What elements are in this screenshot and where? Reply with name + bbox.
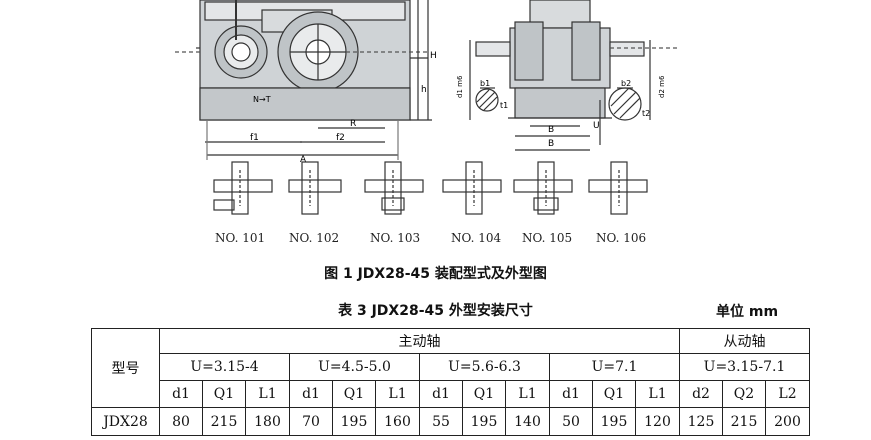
sub-header: L1 — [505, 380, 550, 408]
assembly-label-101: NO. 101 — [215, 231, 265, 245]
sub-header: d1 — [549, 380, 593, 408]
dim-d2m6: d2 m6 — [658, 75, 666, 98]
assembly-label-102: NO. 102 — [289, 231, 339, 245]
value-cell: 80 — [159, 407, 203, 436]
value-cell: 215 — [722, 407, 766, 436]
assembly-type-106 — [588, 161, 648, 215]
dim-b2: b2 — [621, 79, 631, 88]
sub-header: Q1 — [202, 380, 246, 408]
ratio-group: U=4.5-5.0 — [289, 353, 420, 381]
table-title: 表 3 JDX28-45 外型安装尺寸 — [338, 303, 533, 319]
dim-t2: t2 — [642, 109, 650, 118]
dim-f1: f1 — [250, 133, 259, 143]
value-cell: 160 — [375, 407, 420, 436]
value-cell: 120 — [635, 407, 680, 436]
sub-header: L1 — [245, 380, 290, 408]
dim-h: h — [421, 85, 427, 95]
value-cell: 140 — [505, 407, 550, 436]
dim-H: H — [430, 51, 437, 61]
sub-header: d1 — [419, 380, 463, 408]
sub-header: Q1 — [462, 380, 506, 408]
assembly-type-105 — [513, 161, 573, 215]
model-header: 型号 — [91, 328, 160, 408]
sub-header: L1 — [375, 380, 420, 408]
value-cell: 125 — [679, 407, 723, 436]
sub-header: Q2 — [722, 380, 766, 408]
assembly-label-106: NO. 106 — [596, 231, 646, 245]
dim-A: A — [300, 155, 307, 165]
driven-shaft-header: 从动轴 — [679, 328, 810, 354]
ratio-group: U=5.6-6.3 — [419, 353, 550, 381]
n-t-label: N→T — [253, 95, 271, 104]
assembly-type-103 — [364, 161, 424, 215]
drive-shaft-header: 主动轴 — [159, 328, 680, 354]
value-cell: 200 — [765, 407, 810, 436]
assembly-drawing: N→T A f1 f2 R H h B B U d1 m6 d2 m6 b1 b… — [175, 0, 680, 245]
dimension-table: 型号 主动轴 从动轴 U=3.15-4 U=4.5-5.0 U=5.6-6.3 … — [91, 328, 810, 436]
sub-header: d1 — [289, 380, 333, 408]
sub-header: Q1 — [332, 380, 376, 408]
assembly-type-104 — [442, 161, 502, 215]
dim-R: R — [350, 119, 356, 129]
assembly-label-105: NO. 105 — [522, 231, 572, 245]
value-cell: 50 — [549, 407, 593, 436]
value-cell: 70 — [289, 407, 333, 436]
dim-d1m6: d1 m6 — [456, 75, 464, 98]
dim-U: U — [593, 121, 600, 131]
ratio-group: U=7.1 — [549, 353, 680, 381]
assembly-label-104: NO. 104 — [451, 231, 502, 245]
sub-header: d1 — [159, 380, 203, 408]
dim-f2: f2 — [336, 133, 345, 143]
table-row: JDX28 80 215 180 70 195 160 55 195 140 5… — [91, 407, 810, 436]
dim-b1: b1 — [480, 79, 490, 88]
sub-header: L2 — [765, 380, 810, 408]
value-cell: 195 — [592, 407, 636, 436]
assembly-type-102 — [288, 161, 342, 215]
figure-caption: 图 1 JDX28-45 装配型式及外型图 — [324, 266, 547, 282]
ratio-group: U=3.15-7.1 — [679, 353, 810, 381]
value-cell: 195 — [332, 407, 376, 436]
sub-header: d2 — [679, 380, 723, 408]
sub-header: Q1 — [592, 380, 636, 408]
dim-B-left: B — [548, 125, 554, 135]
dim-B-right: B — [548, 139, 554, 149]
ratio-group: U=3.15-4 — [159, 353, 290, 381]
unit-label: 单位 mm — [716, 304, 779, 320]
value-cell: 180 — [245, 407, 290, 436]
dim-t1: t1 — [500, 101, 508, 110]
side-view — [469, 0, 680, 151]
sub-header: L1 — [635, 380, 680, 408]
value-cell: 215 — [202, 407, 246, 436]
value-cell: 55 — [419, 407, 463, 436]
value-cell: 195 — [462, 407, 506, 436]
model-cell: JDX28 — [91, 407, 160, 436]
assembly-type-101 — [213, 161, 273, 215]
front-view — [175, 0, 432, 160]
assembly-label-103: NO. 103 — [370, 231, 420, 245]
